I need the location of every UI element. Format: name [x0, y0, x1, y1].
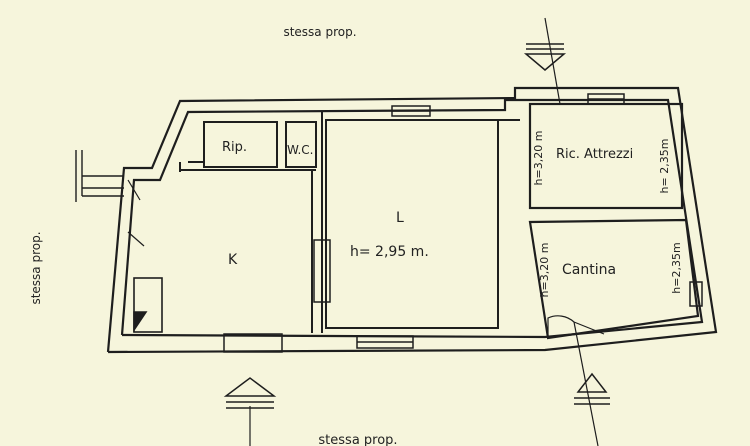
room-label-cantina: Cantina — [562, 262, 616, 278]
label-top-neighbour: stessa prop. — [283, 25, 356, 39]
ric-height-left: h=3,20 m — [532, 131, 545, 186]
windows — [223, 93, 703, 353]
ric-height-right: h= 2,35m — [658, 139, 671, 194]
room-label-rip: Rip. — [222, 140, 247, 155]
service-rooms-walls — [179, 121, 317, 172]
k-stair — [133, 277, 163, 333]
label-left-neighbour: stessa prop. — [29, 231, 43, 304]
room-label-k: K — [228, 252, 238, 268]
room-cantina-walls — [528, 218, 700, 340]
label-bottom-neighbour: stessa prop. — [318, 433, 397, 446]
room-l-height: h= 2,95 m. — [350, 244, 429, 260]
section-lines — [249, 17, 599, 446]
cantina-height-left: h=3,20 m — [538, 243, 551, 298]
room-l-walls — [325, 119, 520, 329]
room-label-wc: W.C. — [287, 143, 314, 157]
room-label-l: L — [396, 210, 404, 226]
section-arrow-bottom-left — [223, 377, 277, 409]
door-swings — [127, 179, 605, 338]
room-label-ric-attrezzi: Ric. Attrezzi — [556, 147, 633, 162]
section-arrow-bottom-right — [574, 372, 610, 405]
outer-wall — [106, 86, 718, 354]
k-l-divider — [311, 112, 323, 333]
entrance-steps — [75, 150, 124, 202]
cantina-height-right: h=2,35m — [670, 242, 683, 293]
section-arrow-top — [523, 43, 567, 71]
